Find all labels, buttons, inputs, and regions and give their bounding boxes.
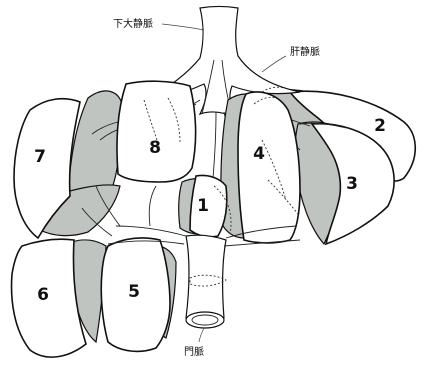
segment-7 <box>14 91 122 238</box>
hepatic-vein-leader <box>262 56 286 72</box>
segment-6 <box>12 239 106 357</box>
segment-number-4: 4 <box>253 144 265 164</box>
hepatic-vein-label: 肝静脈 <box>290 45 320 58</box>
segment-number-8: 8 <box>149 138 161 158</box>
segment-number-2: 2 <box>374 116 386 136</box>
segment-number-1: 1 <box>197 196 209 216</box>
segment-number-5: 5 <box>128 282 140 302</box>
segment-4 <box>221 92 300 243</box>
segment-number-7: 7 <box>34 147 46 167</box>
ivc-leader <box>162 24 204 30</box>
ivc-label: 下大静脈 <box>113 17 153 30</box>
segment-number-3: 3 <box>346 174 358 194</box>
segment-8 <box>117 81 196 182</box>
segment-number-6: 6 <box>37 285 49 305</box>
portal-vein-leader <box>199 328 204 342</box>
portal-vein-label: 門脈 <box>184 345 204 358</box>
